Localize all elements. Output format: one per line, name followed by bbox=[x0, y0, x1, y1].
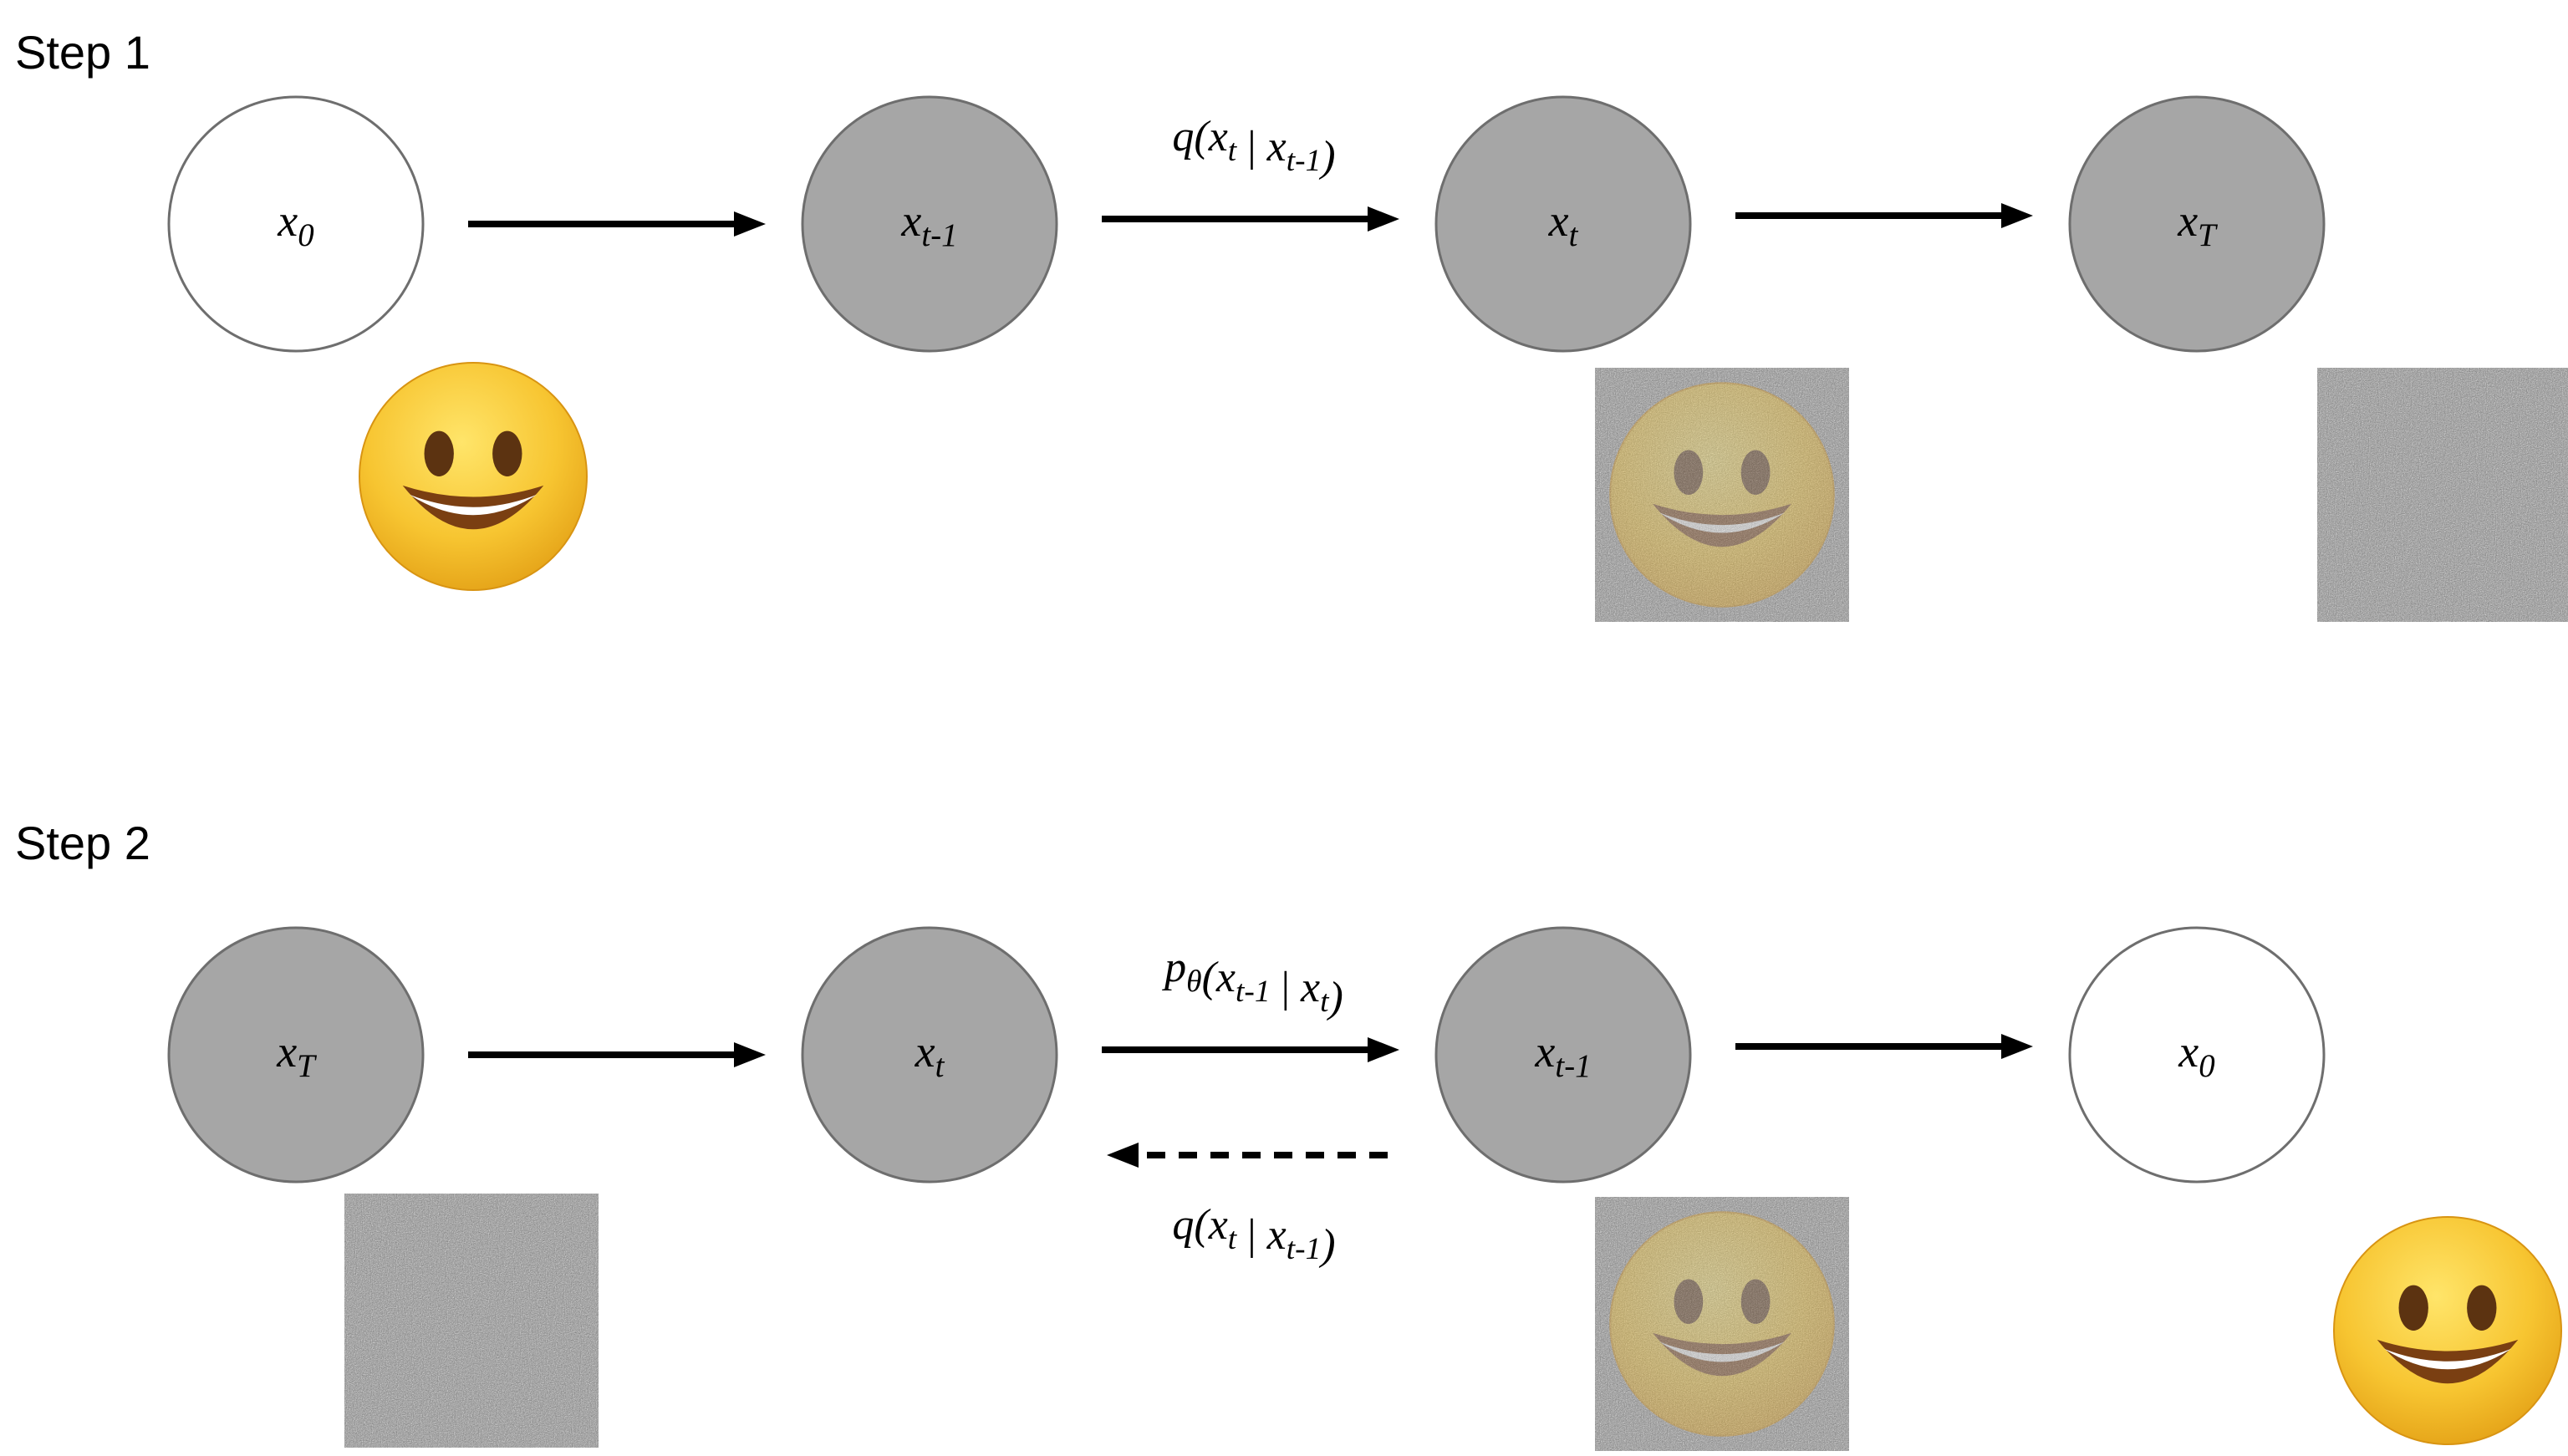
node-label: x0 bbox=[277, 196, 313, 253]
emoji-mouth bbox=[1653, 503, 1791, 547]
arrow-1-1-head bbox=[1368, 1037, 1399, 1062]
emoji-left-eye bbox=[1674, 450, 1704, 495]
reverse-arrow-head bbox=[1107, 1143, 1139, 1168]
node-label: x0 bbox=[2178, 1026, 2214, 1084]
edge-label: pθ(xt-1 | xt) bbox=[1161, 944, 1343, 1021]
node-label: xt bbox=[1548, 196, 1579, 253]
smiley-x0-step1 bbox=[359, 362, 588, 591]
noisy-image-xt1-step2 bbox=[1595, 1197, 1849, 1451]
node-1-1: xt bbox=[801, 926, 1058, 1184]
arrow-0-2-head bbox=[2001, 203, 2033, 228]
arrow-1-2-head bbox=[2001, 1034, 2033, 1059]
emoji-left-eye bbox=[2398, 1285, 2428, 1331]
node-1-3: x0 bbox=[2068, 926, 2326, 1184]
emoji-right-eye bbox=[1740, 1279, 1771, 1325]
node-circle bbox=[1434, 95, 1692, 353]
faint-smiley bbox=[1609, 1211, 1835, 1437]
smiley-x0-step2 bbox=[2333, 1216, 2562, 1445]
node-circle bbox=[801, 95, 1058, 353]
node-1-2: xt-1 bbox=[1434, 926, 1692, 1184]
emoji-face bbox=[1609, 382, 1835, 608]
node-0-1: xt-1 bbox=[801, 95, 1058, 353]
node-label: xt-1 bbox=[1534, 1026, 1591, 1084]
emoji-teeth bbox=[2383, 1348, 2512, 1370]
emoji-face bbox=[2333, 1216, 2562, 1445]
noisy-image-xt-step1 bbox=[1595, 368, 1849, 622]
node-label: xT bbox=[2177, 196, 2218, 253]
emoji-teeth bbox=[409, 494, 538, 516]
noise-texture bbox=[2317, 368, 2568, 622]
emoji-mouth bbox=[1653, 1332, 1791, 1377]
noise-image-xT-step2 bbox=[344, 1194, 599, 1448]
node-circle bbox=[1434, 926, 1692, 1184]
emoji-right-eye bbox=[492, 430, 522, 476]
emoji-face bbox=[359, 362, 588, 591]
step-title: Step 1 bbox=[15, 26, 150, 79]
node-label: xT bbox=[276, 1026, 317, 1084]
node-circle bbox=[2068, 926, 2326, 1184]
node-label: xt bbox=[915, 1026, 945, 1084]
arrow-1-0-head bbox=[734, 1042, 766, 1067]
emoji-left-eye bbox=[424, 430, 454, 476]
arrow-0-0-head bbox=[734, 211, 766, 237]
reverse-label: q(xt | xt-1) bbox=[1172, 1201, 1335, 1269]
node-0-3: xT bbox=[2068, 95, 2326, 353]
edge-label: q(xt | xt-1) bbox=[1172, 113, 1335, 181]
faint-smiley bbox=[1609, 382, 1835, 608]
emoji-right-eye bbox=[2467, 1285, 2497, 1331]
node-circle bbox=[801, 926, 1058, 1184]
arrow-0-1-head bbox=[1368, 206, 1399, 232]
emoji-right-eye bbox=[1740, 450, 1771, 495]
node-circle bbox=[167, 95, 425, 353]
node-1-0: xT bbox=[167, 926, 425, 1184]
node-circle bbox=[167, 926, 425, 1184]
node-0-2: xt bbox=[1434, 95, 1692, 353]
node-circle bbox=[2068, 95, 2326, 353]
node-0-0: x0 bbox=[167, 95, 425, 353]
noise-texture bbox=[344, 1194, 599, 1448]
node-label: xt-1 bbox=[900, 196, 957, 253]
emoji-teeth bbox=[1659, 512, 1785, 533]
noise-image-xT-step1 bbox=[2317, 368, 2568, 622]
emoji-left-eye bbox=[1674, 1279, 1704, 1325]
step-title: Step 2 bbox=[15, 817, 150, 869]
emoji-teeth bbox=[1659, 1341, 1785, 1362]
emoji-face bbox=[1609, 1211, 1835, 1437]
